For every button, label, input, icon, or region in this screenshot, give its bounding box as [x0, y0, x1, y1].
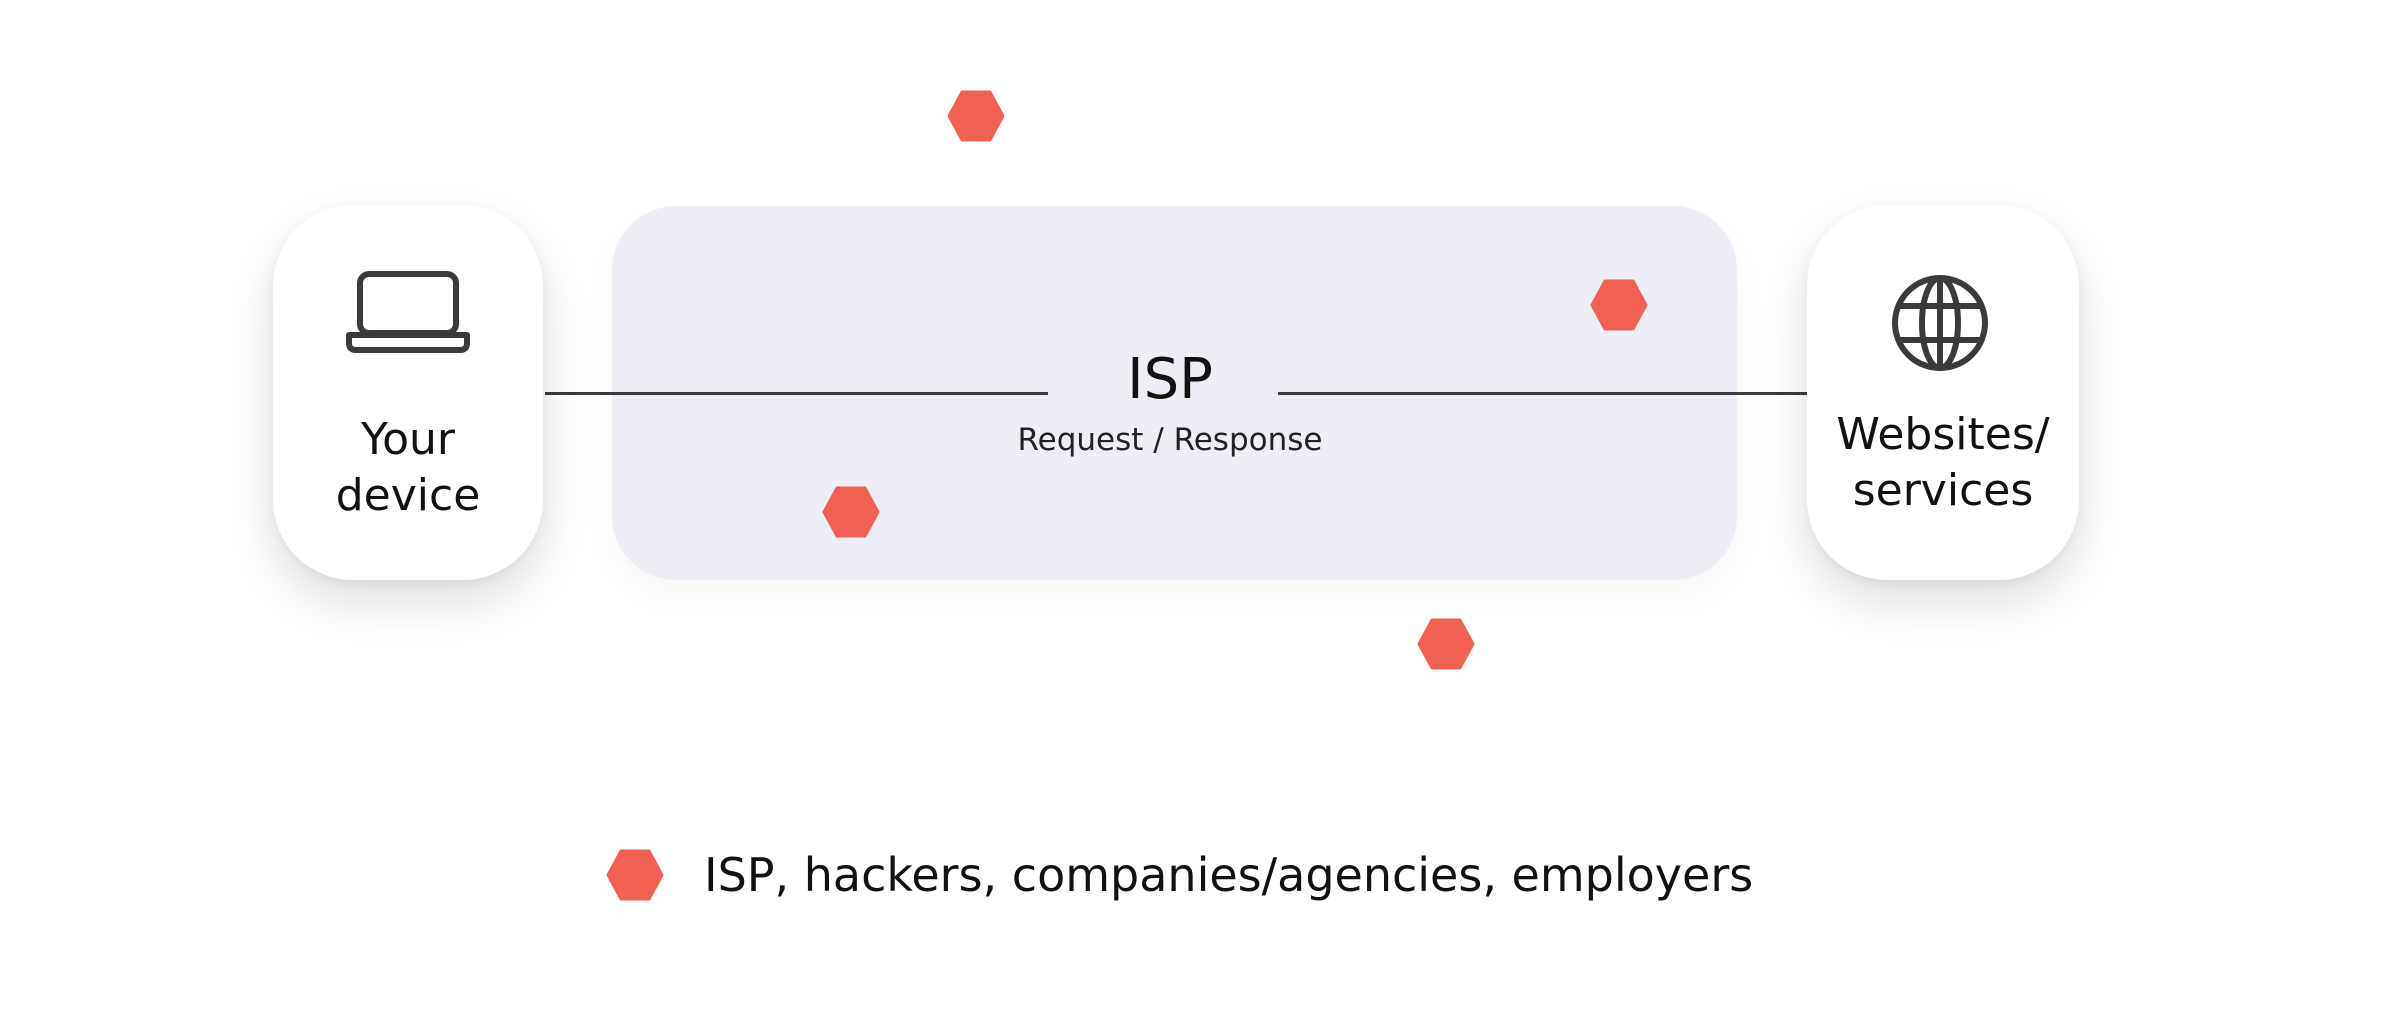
services-label: Websites/ services	[1836, 409, 2050, 516]
connection-line-left	[545, 392, 1048, 395]
legend-hexagon-icon	[606, 849, 664, 901]
legend-text: ISP, hackers, companies/agencies, employ…	[704, 848, 1754, 902]
isp-title: ISP	[1127, 347, 1213, 412]
observer-hexagon-icon	[947, 90, 1005, 142]
globe-icon	[1892, 275, 1988, 371]
laptop-icon	[346, 271, 470, 353]
isp-subtitle: Request / Response	[1017, 422, 1323, 458]
observer-hexagon-icon	[1417, 618, 1475, 670]
device-label: Your device	[335, 414, 481, 521]
observer-hexagon-icon	[1590, 279, 1648, 331]
services-card: Websites/ services	[1807, 205, 2079, 580]
observer-hexagon-icon	[822, 486, 880, 538]
device-card: Your device	[273, 205, 543, 580]
connection-line-right	[1278, 392, 1808, 395]
legend: ISP, hackers, companies/agencies, employ…	[606, 843, 1753, 907]
